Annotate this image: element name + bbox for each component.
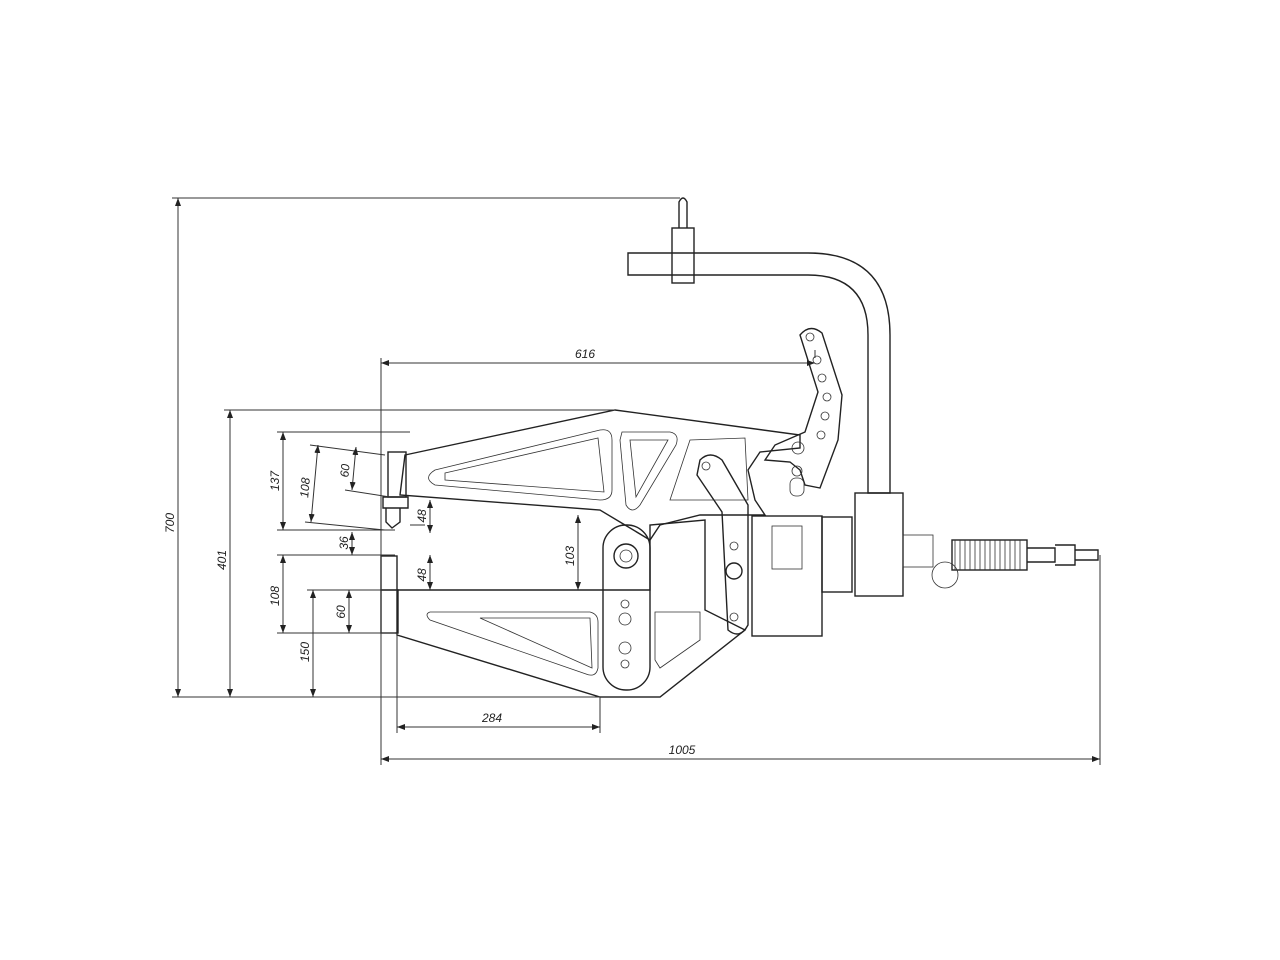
lower-arm-cutout	[426, 611, 599, 676]
dim-401: 401	[215, 550, 229, 570]
dim-48-lower: 48	[415, 568, 429, 582]
motor-box	[751, 515, 823, 637]
dim-108-lower: 108	[268, 586, 282, 606]
dim-284: 284	[481, 711, 502, 725]
upper-arm-cutout-2	[619, 431, 678, 511]
dim-48-upper: 48	[415, 509, 429, 523]
dimension-labels: 700 401 137 108 60 48 36 103 108 48 60 1…	[163, 347, 696, 757]
handle-tube	[627, 252, 891, 494]
upper-arm	[399, 409, 801, 541]
dim-700: 700	[163, 513, 177, 533]
pivot-plate	[602, 524, 651, 691]
dim-36: 36	[337, 536, 351, 550]
upper-tool	[387, 451, 407, 498]
dim-150: 150	[298, 642, 312, 662]
adjustment-lever	[763, 327, 843, 489]
handle-clamp	[671, 227, 695, 284]
upper-arm-cutout	[428, 429, 613, 501]
dim-103: 103	[563, 546, 577, 566]
dim-616: 616	[575, 347, 595, 361]
lower-tool	[380, 555, 398, 591]
dim-108-upper: 108	[297, 477, 313, 498]
dim-137: 137	[268, 470, 282, 491]
link-bar	[696, 454, 749, 635]
machine-outline	[380, 197, 1099, 698]
dimension-lines	[172, 197, 1101, 765]
dim-1005: 1005	[669, 743, 696, 757]
drive-cylinder	[854, 492, 904, 597]
spring	[951, 539, 1028, 571]
dim-60-lower: 60	[334, 605, 348, 619]
dim-60-upper: 60	[337, 463, 352, 478]
